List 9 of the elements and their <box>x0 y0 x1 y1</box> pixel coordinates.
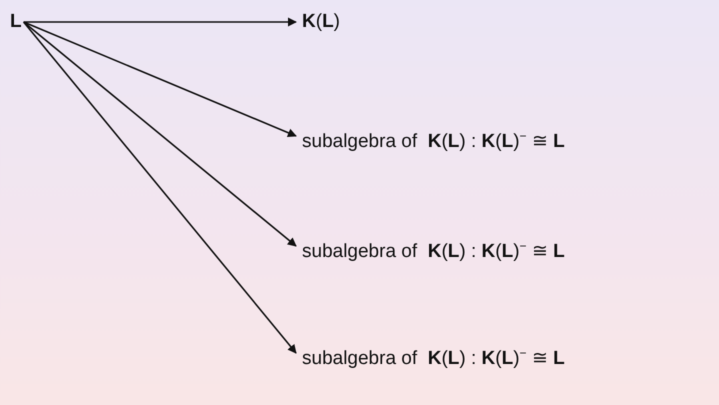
arrow <box>23 22 297 354</box>
node-label: L <box>10 10 22 34</box>
arrow <box>24 18 297 26</box>
formula-label: subalgebra of K(L) : K(L)$^{−}$ ≅ L <box>302 347 565 371</box>
formula-label: subalgebra of K(L) : K(L)$^{−}$ ≅ L <box>302 130 565 154</box>
arrow <box>23 21 297 138</box>
arrow <box>23 21 297 247</box>
formula-label: subalgebra of K(L) : K(L)$^{−}$ ≅ L <box>302 240 565 264</box>
formula-label: K(L) <box>302 10 340 34</box>
